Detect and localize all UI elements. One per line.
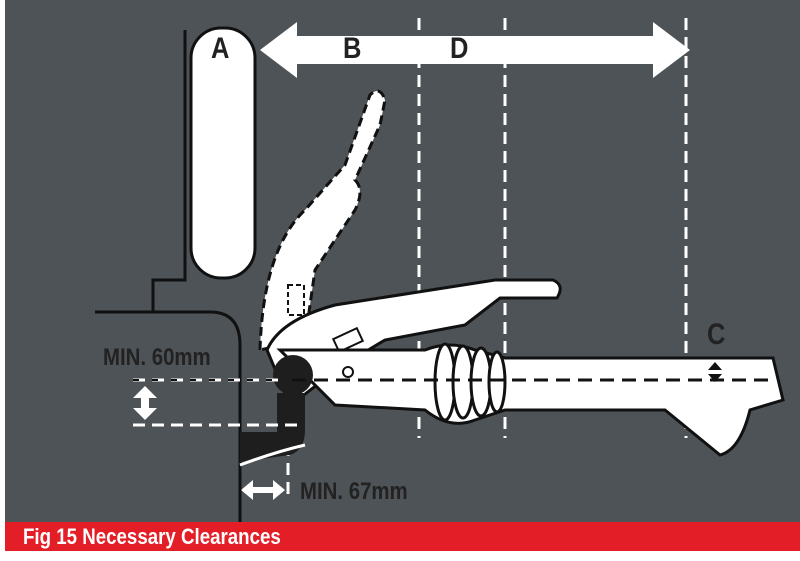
dashed-guides [286,18,688,500]
label-b: B [343,32,362,65]
hitch-neck [240,393,305,462]
ball-hitch [273,355,313,395]
label-a: A [211,32,230,65]
figure-caption: Fig 15 Necessary Clearances [23,524,281,549]
clearance-diagram: A B D C MIN. 60mm MIN. 67mm [5,0,800,522]
label-d: D [450,32,469,65]
min-height-label: MIN. 60mm [103,344,211,371]
figure-caption-band: Fig 15 Necessary Clearances [5,522,800,551]
min-width-label: MIN. 67mm [300,478,408,505]
diagram-drawing [95,18,785,522]
label-c: C [707,318,726,351]
height-dim-arrow [133,386,157,420]
range-arrow [260,22,690,78]
seat-outline [95,30,242,522]
seatback-a [189,26,257,280]
c-marker [708,362,722,382]
main-lever [265,278,562,408]
coupling-body [276,343,785,457]
width-dim-arrow [241,480,285,500]
